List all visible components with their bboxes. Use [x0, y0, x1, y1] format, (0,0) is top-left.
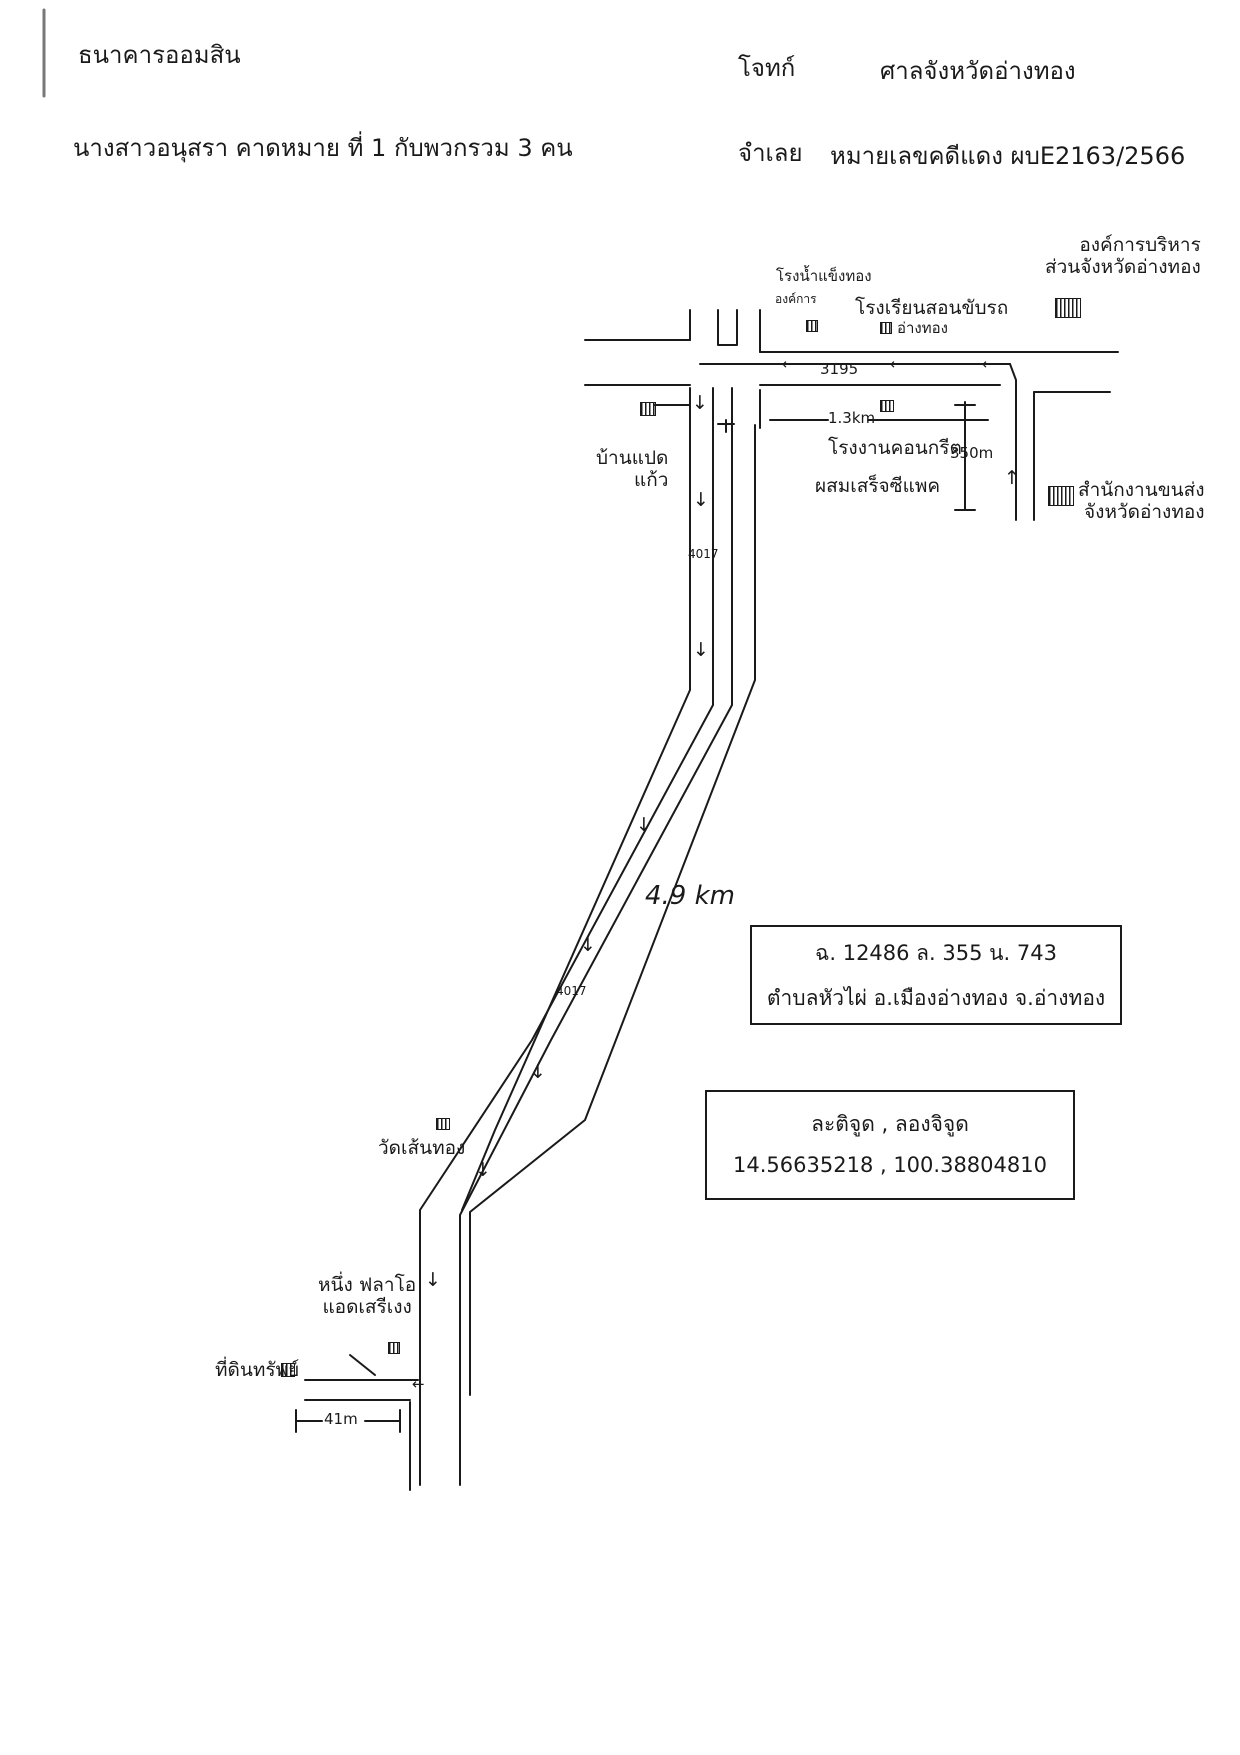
arrow-left-3: ← — [982, 355, 995, 373]
driving-school-label: โรงเรียนสอนขับรถ — [855, 297, 1009, 319]
arrow-down-5: ↓ — [580, 934, 596, 956]
ban-paet-kaeo-sign-icon — [640, 402, 656, 416]
deed-info-box: ฉ. 12486 ล. 355 น. 743 ตำบลหัวไผ่ อ.เมือ… — [750, 925, 1122, 1025]
plaintiff-role: โจทก์ — [738, 54, 796, 82]
coordinate-values: 14.56635218 , 100.38804810 — [733, 1153, 1047, 1177]
ban-paet-kaeo-label: บ้านแปด แก้ว — [596, 447, 669, 491]
tao-office-building-icon — [1055, 298, 1081, 318]
road-4017-label-a: 4017 — [688, 547, 719, 561]
side-road-n2 — [717, 309, 738, 346]
arrow-down-1: ↓ — [692, 392, 708, 414]
arrow-left-1: ← — [782, 355, 795, 373]
arrow-left-property: ← — [412, 1375, 425, 1393]
road-3195-label: 3195 — [820, 360, 859, 378]
temple-building-icon — [436, 1118, 450, 1130]
case-number: หมายเลขคดีแดง ผบE2163/2566 — [830, 142, 1186, 170]
road-4017-outer-west — [461, 387, 691, 1211]
arrow-left-2: ← — [890, 355, 903, 373]
ice-factory-label: โรงน้ำแข็งทอง — [776, 267, 872, 285]
deed-location: ตำบลหัวไผ่ อ.เมืองอ่างทอง จ.อ่างทอง — [766, 986, 1106, 1010]
org-small-label: องค์การ — [775, 292, 817, 306]
concrete-plant-label: โรงงานคอนกรีต — [828, 437, 962, 459]
arrow-down-2: ↓ — [693, 489, 709, 511]
road-4017-west-edge — [419, 387, 714, 1486]
deed-numbers: ฉ. 12486 ล. 355 น. 743 — [815, 941, 1057, 965]
shop-building-icon — [388, 1342, 400, 1354]
arrow-down-3: ↓ — [693, 639, 709, 661]
plaintiff-name: ธนาคารออมสิน — [78, 41, 241, 69]
coordinate-header: ละติจูด , ลองจิจูด — [811, 1112, 969, 1136]
dist-350m-label: 350m — [950, 444, 994, 462]
arrow-down-8: ↓ — [425, 1269, 441, 1291]
arrow-down-4: ↓ — [636, 814, 652, 836]
arrow-up-right-road: ↑ — [1004, 467, 1020, 489]
dist-13km-label: 1.3km — [828, 409, 876, 427]
driving-school-building-icon — [880, 322, 892, 334]
property-road-diag — [349, 1354, 376, 1376]
defendant-name: นางสาวอนุสรา คาดหมาย ที่ 1 กับพวกรวม 3 ค… — [73, 134, 573, 162]
road-4017-east-edge — [459, 387, 733, 1486]
defendant-role: จำเลย — [738, 139, 803, 167]
court-name: ศาลจังหวัดอ่างทอง — [880, 57, 1076, 85]
road-4017-label-b: 4017 — [556, 984, 587, 998]
dist-49km-label: 4.9 km — [645, 881, 735, 911]
temple-label: วัดเส้นทอง — [378, 1137, 466, 1159]
shop-label: หนึ่ง ฟลาโอ แอดเสรีเงง — [318, 1274, 417, 1318]
property-label: ที่ดินทรัพย์ — [215, 1359, 300, 1381]
dist-41m-label: 41m — [324, 1410, 358, 1428]
arrow-down-6: ↓ — [530, 1061, 546, 1083]
driving-school-sub-label: อ่างทอง — [897, 319, 948, 337]
road-4017-outer-east — [469, 424, 756, 1396]
arrow-down-7: ↓ — [475, 1159, 491, 1181]
transport-office-label: สำนักงานขนส่ง จังหวัดอ่างทอง — [1078, 479, 1205, 523]
transport-office-building-icon — [1048, 486, 1074, 506]
road-3195-right-bend — [1009, 363, 1017, 521]
concrete-plant-building-icon — [880, 400, 894, 412]
concrete-plant-label-2: ผสมเสร็จซีแพค — [815, 475, 941, 497]
tao-office-label: องค์การบริหาร ส่วนจังหวัดอ่างทอง — [1045, 234, 1201, 278]
ice-factory-building-icon — [806, 320, 818, 332]
property-house-icon — [281, 1363, 295, 1377]
coordinate-box: ละติจูด , ลองจิจูด 14.56635218 , 100.388… — [705, 1090, 1075, 1200]
